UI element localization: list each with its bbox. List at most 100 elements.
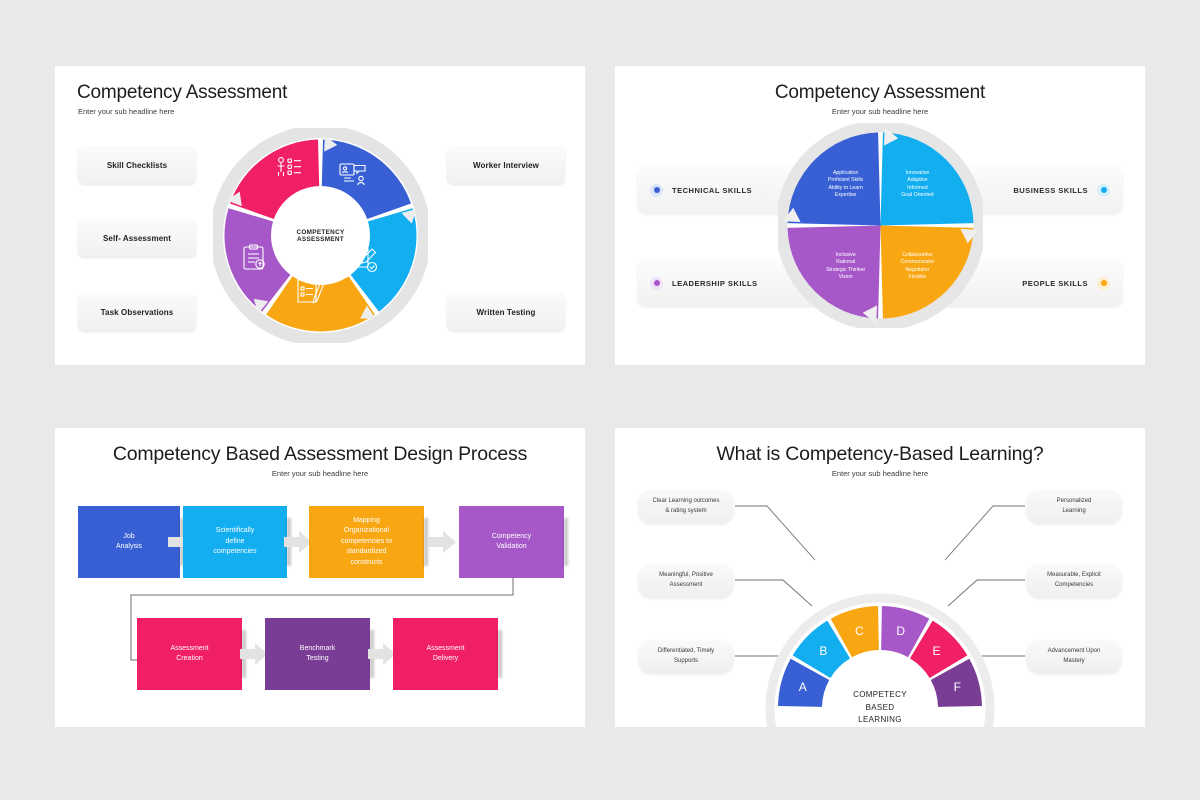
pill-text: Task Observations bbox=[100, 307, 174, 317]
arc-letter-b: B bbox=[819, 644, 828, 659]
process-box-mapping-competencies[interactable]: Mapping Organizational competencies to s… bbox=[309, 506, 424, 578]
arc-segment-c bbox=[830, 606, 879, 658]
page-subtitle: Enter your sub headline here bbox=[831, 469, 929, 478]
slide-competency-based-learning[interactable]: What is Competency-Based Learning? Enter… bbox=[615, 428, 1145, 727]
label-worker-interview[interactable]: Worker Interview bbox=[447, 146, 565, 184]
bullet-dot-icon bbox=[650, 276, 663, 290]
process-arrow-icon bbox=[367, 643, 398, 665]
competency-arc-chart: COMPETECY BASED LEARNING A B C D E F bbox=[765, 548, 995, 727]
label-written-testing[interactable]: Written Testing bbox=[447, 293, 565, 331]
label-leadership-skills[interactable]: LEADERSHIP SKILLS bbox=[638, 260, 818, 306]
slide-competency-assessment-quadrants[interactable]: Competency Assessment Enter your sub hea… bbox=[615, 66, 1145, 365]
page-title: Competency Assessment bbox=[774, 82, 986, 103]
process-arrow-icon bbox=[427, 531, 458, 553]
process-arrow-icon bbox=[239, 643, 270, 665]
pill-text: Self- Assessment bbox=[103, 233, 171, 243]
process-box-job-analysis[interactable]: Job Analysis bbox=[78, 506, 180, 578]
clipboard-icon bbox=[243, 244, 265, 270]
leadership-skills-quadrant bbox=[787, 225, 881, 319]
pill-text: BUSINESS SKILLS bbox=[1013, 185, 1088, 195]
pill-text: TECHNICAL SKILLS bbox=[672, 185, 753, 195]
competency-wheel-chart: COMPETENCY ASSESSMENT bbox=[213, 128, 428, 343]
process-box-label: Assessment Delivery bbox=[426, 644, 465, 663]
people-skills-quadrant bbox=[880, 225, 974, 319]
pill-text: PEOPLE SKILLS bbox=[1022, 278, 1088, 288]
label-skill-checklists[interactable]: Skill Checklists bbox=[78, 146, 196, 184]
process-box-label: Benchmark Testing bbox=[299, 644, 336, 663]
hub-line-3: LEARNING bbox=[858, 715, 902, 725]
page-subtitle: Enter your sub headline here bbox=[831, 107, 929, 116]
pill-line-1: Personalized bbox=[1056, 498, 1092, 505]
hub-line-1: COMPETENCY bbox=[296, 228, 345, 236]
process-box-benchmark-testing[interactable]: Benchmark Testing bbox=[265, 618, 370, 690]
process-box-label: Mapping Organizational competencies to s… bbox=[341, 516, 392, 566]
page-title: Competency Based Assessment Design Proce… bbox=[112, 443, 528, 465]
wheel-hub: COMPETENCY ASSESSMENT bbox=[271, 186, 370, 285]
process-box-scientifically-define[interactable]: Scientifically define competencies bbox=[183, 506, 287, 578]
process-box-label: Job Analysis bbox=[115, 532, 143, 551]
orange-segment bbox=[266, 275, 375, 332]
people-chart-icon bbox=[277, 157, 301, 176]
process-box-competency-validation[interactable]: Competency Validation bbox=[459, 506, 564, 578]
pill-text: Worker Interview bbox=[473, 160, 539, 170]
pill-line-1: Clear Learning outcomes bbox=[652, 498, 720, 505]
arc-segment-f bbox=[930, 658, 982, 707]
interview-screen-icon bbox=[339, 163, 366, 186]
technical-skills-quadrant bbox=[787, 132, 881, 226]
pill-text: LEADERSHIP SKILLS bbox=[672, 278, 758, 288]
pill-text: Skill Checklists bbox=[106, 160, 168, 170]
process-box-label: Scientifically define competencies bbox=[213, 527, 257, 556]
cyan-segment bbox=[349, 208, 417, 312]
pill-line-2: & rating system bbox=[665, 508, 707, 514]
pill-line-2: Assessment bbox=[669, 582, 703, 588]
arc-letter-a: A bbox=[798, 680, 807, 695]
process-box-label: Assessment Creation bbox=[170, 644, 209, 663]
process-box-assessment-creation[interactable]: Assessment Creation bbox=[137, 618, 242, 690]
label-connector-lines bbox=[735, 505, 1025, 657]
arc-segment-d bbox=[881, 606, 930, 658]
checklist-pen-icon bbox=[351, 247, 378, 273]
label-task-observations[interactable]: Task Observations bbox=[78, 293, 196, 331]
pill-line-1: Differentiated, Timely bbox=[657, 648, 715, 655]
pill-line-2: Mastery bbox=[1063, 658, 1085, 664]
page-subtitle: Enter your sub headline here bbox=[271, 469, 369, 478]
hub-line-1: COMPETECY bbox=[853, 689, 907, 699]
document-pen-icon bbox=[297, 279, 325, 304]
process-box-label: Competency Validation bbox=[491, 532, 532, 551]
arc-segment-e bbox=[909, 620, 968, 679]
pill-line-1: Measurable, Explicit bbox=[1047, 572, 1101, 579]
arc-letter-f: F bbox=[953, 680, 961, 695]
slide-competency-assessment-wheel[interactable]: Competency Assessment Enter your sub hea… bbox=[55, 66, 585, 365]
pink-segment bbox=[230, 139, 320, 220]
pill-line-1: Advancement Upon bbox=[1047, 648, 1101, 655]
arc-letter-c: C bbox=[854, 623, 864, 638]
arc-letter-e: E bbox=[932, 644, 941, 659]
business-skills-quadrant bbox=[880, 132, 974, 226]
label-self-assessment[interactable]: Self- Assessment bbox=[78, 219, 196, 257]
hub-line-2: BASED bbox=[865, 702, 895, 712]
pill-line-2: Competencies bbox=[1054, 582, 1094, 588]
pill-line-1: Meaningful, Positive bbox=[659, 572, 713, 579]
bullet-dot-icon bbox=[1097, 276, 1110, 290]
arc-segment-b bbox=[792, 620, 851, 679]
page-subtitle: Enter your sub headline here bbox=[78, 107, 175, 116]
blue-segment bbox=[321, 139, 411, 220]
bullet-dot-icon bbox=[1097, 183, 1110, 197]
pill-line-2: Learning bbox=[1062, 508, 1086, 514]
pill-text: Written Testing bbox=[476, 307, 536, 317]
arc-letter-d: D bbox=[896, 623, 906, 638]
process-loopback-connector bbox=[130, 578, 514, 661]
label-clear-learning-outcomes[interactable]: Clear Learning outcomes & rating system bbox=[638, 490, 734, 524]
process-box-assessment-delivery[interactable]: Assessment Delivery bbox=[393, 618, 498, 690]
process-arrow-icon bbox=[284, 531, 314, 553]
arc-segment-a bbox=[778, 658, 830, 707]
slide-design-process[interactable]: Competency Based Assessment Design Proce… bbox=[55, 428, 585, 727]
pill-line-2: Supports bbox=[673, 658, 698, 664]
